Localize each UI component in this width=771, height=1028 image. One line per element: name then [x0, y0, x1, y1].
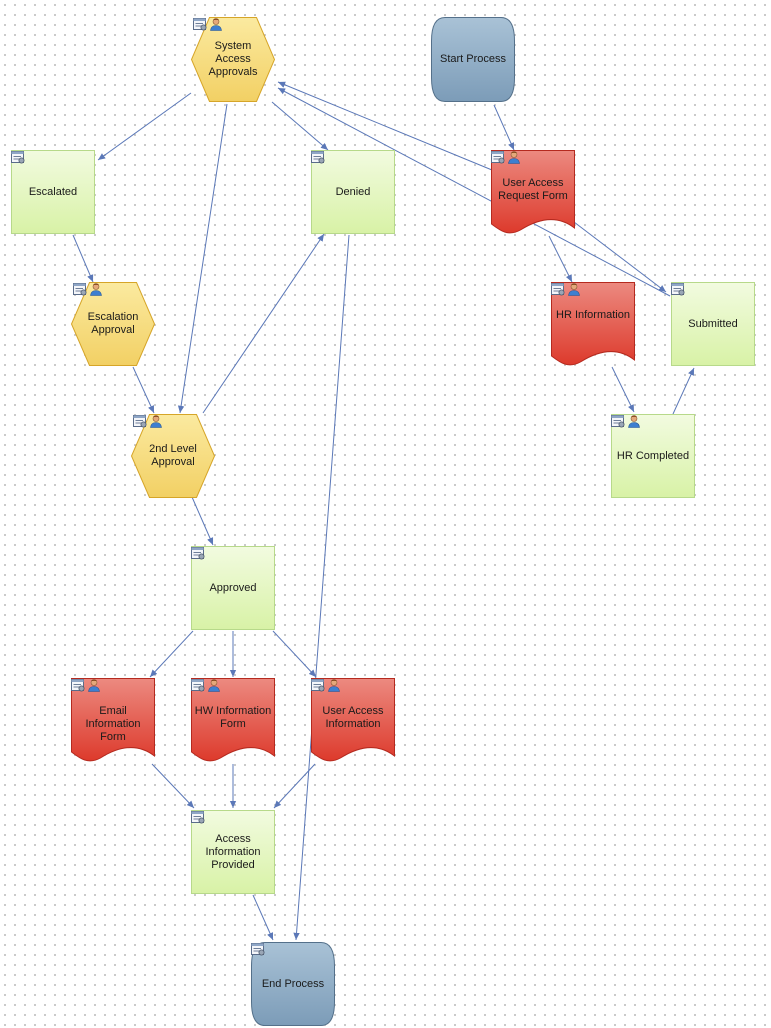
form-icon: [191, 811, 205, 824]
node-icons: [611, 414, 641, 428]
node-label: HR Information: [556, 309, 630, 321]
node-denied[interactable]: Denied: [311, 150, 395, 234]
form-icon: [311, 151, 325, 164]
node-icons: [133, 414, 163, 428]
node-email-information-form[interactable]: Email Information Form: [71, 678, 155, 762]
user-icon: [208, 679, 220, 692]
node-label: Approved: [209, 581, 257, 594]
form-icon: [133, 415, 147, 428]
connector-submitted-to-system-access-approvals[interactable]: [277, 87, 671, 297]
node-hw-information-form[interactable]: HW Information Form: [191, 678, 275, 762]
user-icon: [568, 283, 580, 296]
connector-user-access-information-to-access-information-provided[interactable]: [273, 763, 316, 809]
node-escalated[interactable]: Escalated: [11, 150, 95, 234]
connector-user-access-request-form-to-system-access-approvals[interactable]: [277, 81, 493, 171]
connector-user-access-request-form-to-hr-information[interactable]: [548, 235, 573, 283]
node-hr-completed[interactable]: HR Completed: [611, 414, 695, 498]
node-second-level-approval[interactable]: 2nd Level Approval: [130, 414, 216, 498]
node-icons: [71, 678, 101, 692]
node-icons: [491, 150, 521, 164]
node-user-access-request-form[interactable]: User Access Request Form: [491, 150, 575, 234]
form-icon: [491, 151, 505, 164]
node-icons: [11, 150, 25, 164]
node-label: End Process: [261, 977, 325, 990]
node-approved[interactable]: Approved: [191, 546, 275, 630]
connector-hr-information-to-hr-completed[interactable]: [611, 366, 635, 413]
user-icon: [628, 415, 640, 428]
node-label: HR Completed: [616, 449, 690, 462]
user-icon: [150, 415, 162, 428]
user-icon: [88, 679, 100, 692]
connector-access-information-provided-to-end-process[interactable]: [252, 894, 274, 941]
node-end-process[interactable]: End Process: [251, 942, 335, 1026]
connector-user-access-request-form-to-submitted[interactable]: [573, 221, 667, 293]
node-label: User Access Information: [322, 705, 384, 730]
node-label: Escalated: [28, 185, 78, 198]
connector-hr-completed-to-submitted[interactable]: [672, 367, 695, 415]
connector-denied-to-end-process[interactable]: [293, 234, 350, 941]
user-icon: [210, 18, 222, 31]
node-start-process[interactable]: Start Process: [431, 17, 515, 102]
node-user-access-information[interactable]: User Access Information: [311, 678, 395, 762]
node-label: System Access Approvals: [208, 40, 258, 78]
node-hr-information[interactable]: HR Information: [551, 282, 635, 366]
node-access-information-provided[interactable]: Access Information Provided: [191, 810, 275, 894]
form-icon: [251, 943, 265, 956]
connector-start-process-to-user-access-request-form[interactable]: [493, 104, 515, 151]
node-label: Denied: [335, 185, 371, 198]
node-icons: [251, 942, 265, 956]
node-label: Escalation Approval: [87, 311, 139, 336]
connector-approved-to-user-access-information[interactable]: [272, 630, 317, 678]
node-label: 2nd Level Approval: [149, 443, 197, 468]
node-icons: [191, 678, 221, 692]
node-icons: [311, 678, 341, 692]
connector-escalation-approval-to-second-level-approval[interactable]: [132, 366, 155, 414]
connector-system-access-approvals-to-second-level-approval[interactable]: [177, 103, 228, 414]
connector-email-information-form-to-access-information-provided[interactable]: [151, 763, 195, 809]
connector-escalated-to-escalation-approval[interactable]: [72, 234, 94, 283]
node-label: HW Information Form: [194, 705, 272, 730]
node-label: Access Information Provided: [205, 832, 261, 871]
node-submitted[interactable]: Submitted: [671, 282, 755, 366]
form-icon: [193, 18, 207, 31]
form-icon: [73, 283, 87, 296]
node-icons: [551, 282, 581, 296]
user-icon: [90, 283, 102, 296]
form-icon: [611, 415, 625, 428]
form-icon: [551, 283, 565, 296]
node-icons: [193, 17, 223, 31]
form-icon: [191, 547, 205, 560]
connector-second-level-approval-to-approved[interactable]: [191, 496, 214, 546]
node-icons: [311, 150, 325, 164]
user-icon: [508, 151, 520, 164]
node-label: Email Information Form: [85, 705, 141, 743]
user-icon: [328, 679, 340, 692]
form-icon: [671, 283, 685, 296]
connector-system-access-approvals-to-denied[interactable]: [271, 101, 329, 151]
node-system-access-approvals[interactable]: System Access Approvals: [190, 17, 276, 102]
node-label: Submitted: [688, 317, 738, 330]
node-icons: [671, 282, 685, 296]
form-icon: [191, 679, 205, 692]
node-icons: [191, 546, 205, 560]
form-icon: [11, 151, 25, 164]
node-icons: [191, 810, 205, 824]
node-escalation-approval[interactable]: Escalation Approval: [70, 282, 156, 366]
form-icon: [311, 679, 325, 692]
connector-second-level-approval-to-denied[interactable]: [202, 233, 325, 414]
node-label: Start Process: [439, 53, 507, 65]
node-icons: [73, 282, 103, 296]
node-label: User Access Request Form: [498, 177, 568, 202]
form-icon: [71, 679, 85, 692]
connector-approved-to-email-information-form[interactable]: [149, 630, 194, 678]
connector-system-access-approvals-to-escalated[interactable]: [97, 92, 192, 161]
